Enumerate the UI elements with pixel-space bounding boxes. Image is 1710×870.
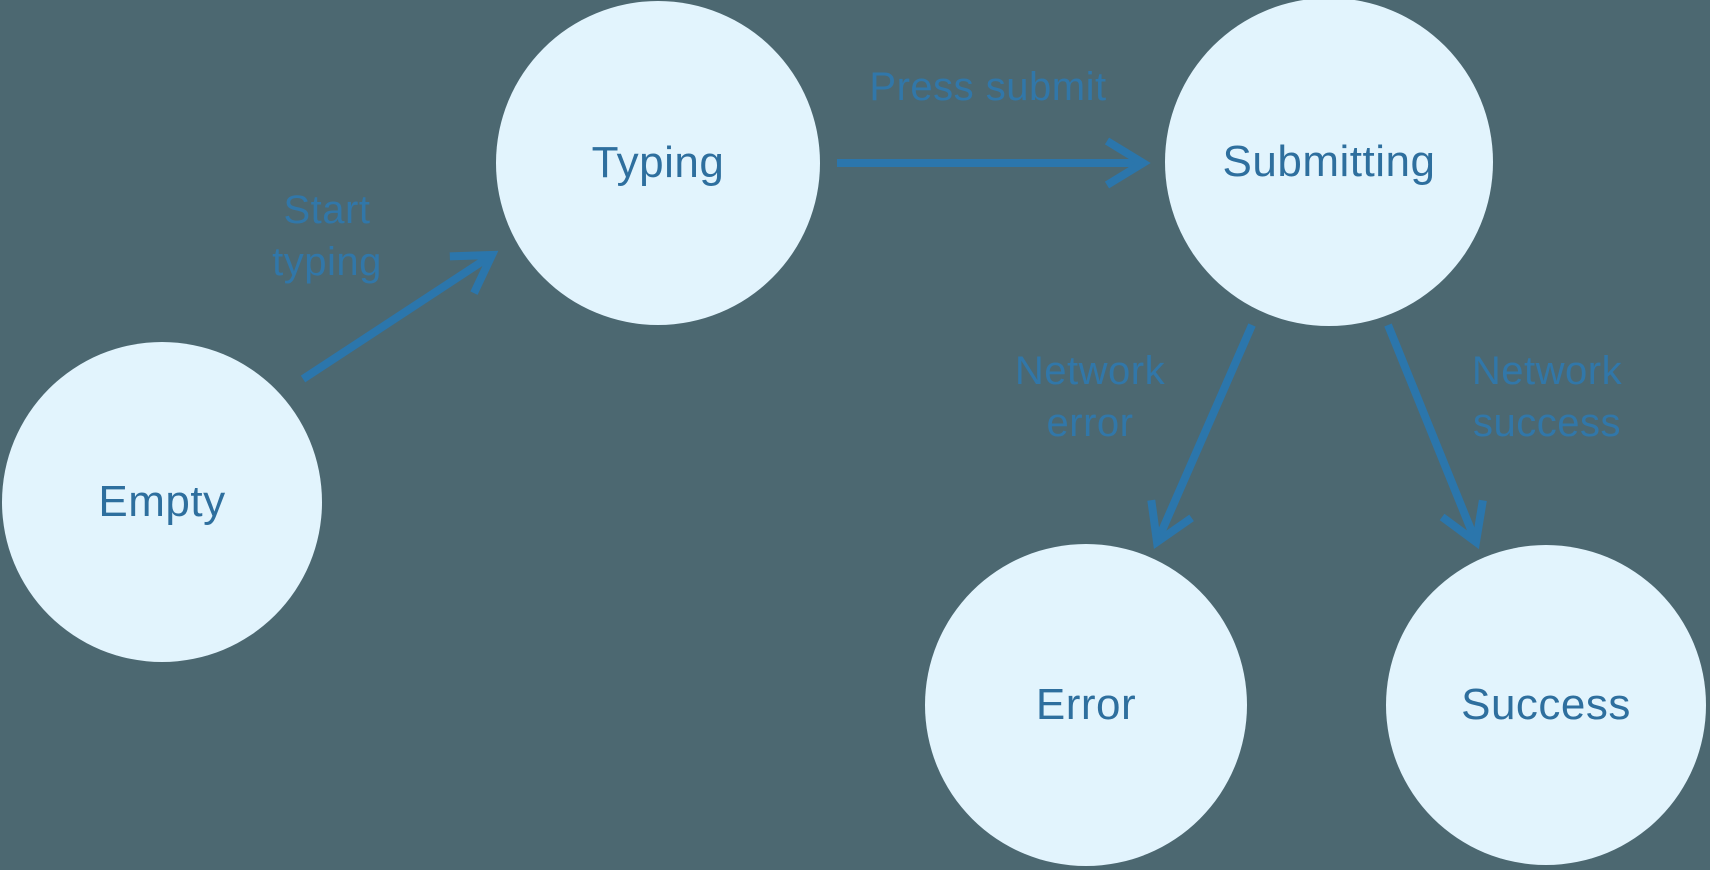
state-node-submitting: Submitting: [1165, 0, 1493, 326]
transition-arrow-shaft-start-typing: [300, 253, 491, 383]
state-label-typing: Typing: [591, 138, 725, 187]
state-label-error: Error: [1035, 680, 1137, 729]
state-node-typing: Typing: [496, 1, 820, 325]
transition-arrow-shaft-network-success: [1384, 323, 1479, 540]
transition-arrowhead-press-submit: [1104, 137, 1151, 189]
transition-arrowhead-network-error: [1147, 499, 1194, 550]
transition-arrowhead-start-typing: [449, 250, 499, 295]
edge-label-network-error: Network error: [1014, 349, 1166, 445]
state-label-success: Success: [1461, 680, 1631, 729]
edge-label-network-success: Network success: [1471, 349, 1623, 445]
edge-label-press-submit: Press submit: [869, 65, 1107, 109]
transition-arrow-shaft-network-error: [1154, 323, 1256, 540]
state-node-error: Error: [925, 544, 1247, 866]
edge-label-start-typing: Start typing: [272, 188, 382, 284]
state-label-empty: Empty: [98, 477, 226, 526]
state-node-empty: Empty: [2, 342, 322, 662]
transition-arrowhead-network-success: [1439, 499, 1487, 550]
state-label-submitting: Submitting: [1222, 137, 1436, 186]
state-node-success: Success: [1386, 545, 1706, 865]
